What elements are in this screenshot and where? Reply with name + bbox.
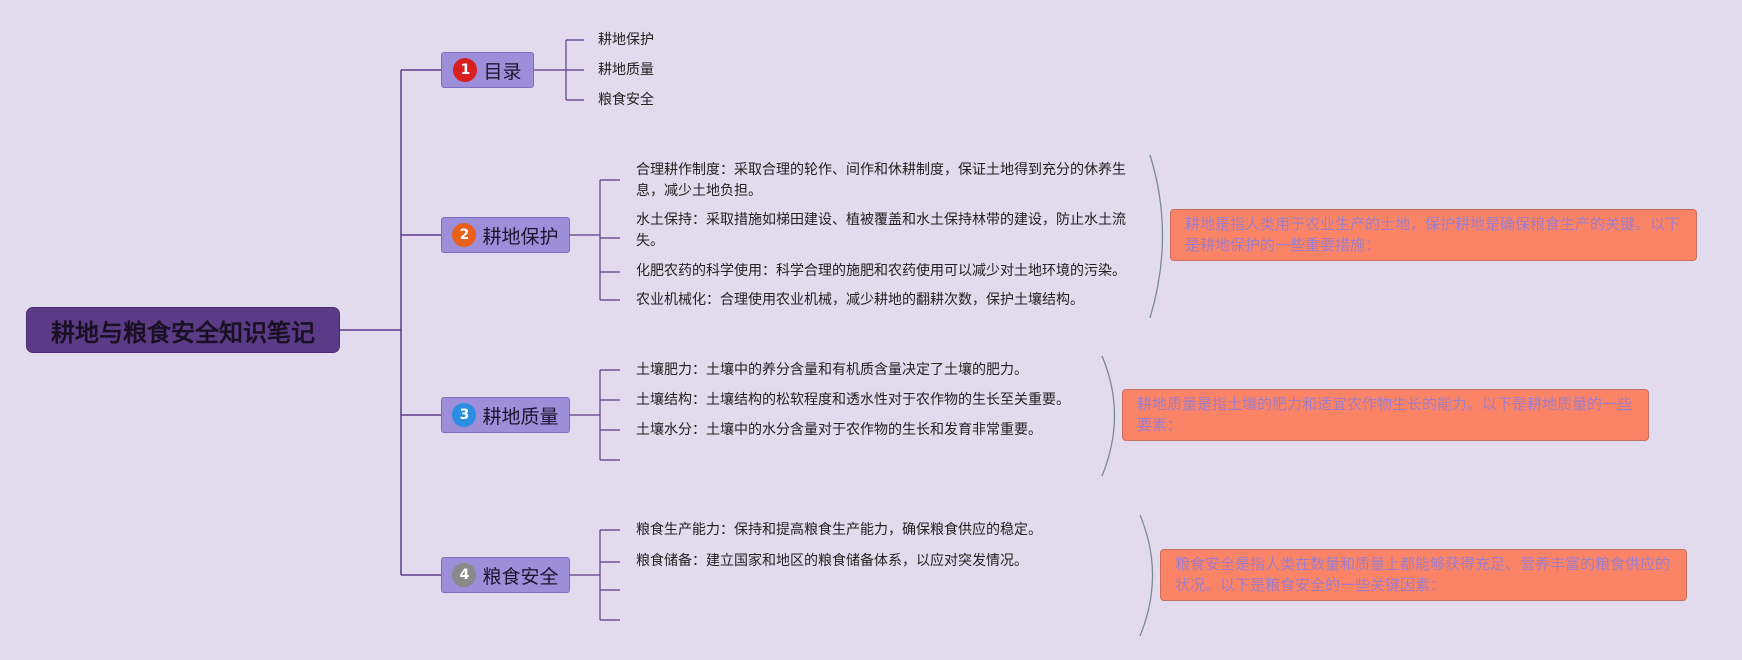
leaf-item[interactable]: 土壤结构：土壤结构的松软程度和透水性对于农作物的生长至关重要。 xyxy=(636,392,1070,408)
summary-bracket-4 xyxy=(1139,514,1154,637)
branch-label: 耕地质量 xyxy=(482,405,559,428)
branch-label: 粮食安全 xyxy=(482,565,559,588)
leaf-item[interactable]: 合理耕作制度：采取合理的轮作、间作和休耕制度，保证土地得到充分的休养生息，减少土… xyxy=(636,162,1126,199)
leaf-item[interactable]: 化肥农药的科学使用：科学合理的施肥和农药使用可以减少对土地环境的污染。 xyxy=(636,263,1126,279)
summary-note-food-security[interactable]: 粮食安全是指人类在数量和质量上都能够获得充足、营养丰富的粮食供应的状况。以下是粮… xyxy=(1160,549,1687,601)
root-node[interactable]: 耕地与粮食安全知识笔记 xyxy=(26,307,340,353)
branch-node-farmland-quality[interactable]: 3 耕地质量 xyxy=(441,397,570,433)
leaf-item[interactable]: 土壤水分：土壤中的水分含量对于农作物的生长和发育非常重要。 xyxy=(636,422,1042,438)
number-badge-2: 2 xyxy=(452,223,477,247)
leaf-item[interactable]: 耕地质量 xyxy=(598,62,654,78)
leaf-item[interactable]: 土壤肥力：土壤中的养分含量和有机质含量决定了土壤的肥力。 xyxy=(636,362,1028,378)
branch-3-connector xyxy=(570,369,620,461)
leaf-item[interactable]: 耕地保护 xyxy=(598,32,654,48)
number-badge-4: 4 xyxy=(452,563,477,587)
summary-bracket-2 xyxy=(1149,154,1164,319)
number-badge-3: 3 xyxy=(452,403,477,427)
branch-label: 耕地保护 xyxy=(482,225,559,248)
number-badge-1: 1 xyxy=(453,58,478,82)
leaf-item[interactable]: 粮食安全 xyxy=(598,92,654,108)
branch-node-farmland-protection[interactable]: 2 耕地保护 xyxy=(441,217,570,253)
branch-node-toc[interactable]: 1 目录 xyxy=(441,52,534,88)
branch-2-connector xyxy=(570,179,620,301)
branch-1-connector xyxy=(534,39,584,101)
leaf-item[interactable]: 粮食生产能力：保持和提高粮食生产能力，确保粮食供应的稳定。 xyxy=(636,522,1042,538)
summary-note-farmland-quality[interactable]: 耕地质量是指土壤的肥力和适宜农作物生长的能力。以下是耕地质量的一些要素： xyxy=(1122,389,1649,441)
summary-note-farmland-protection[interactable]: 耕地是指人类用于农业生产的土地，保护耕地是确保粮食生产的关键。以下是耕地保护的一… xyxy=(1170,209,1697,261)
summary-bracket-3 xyxy=(1101,355,1116,477)
branch-node-food-security[interactable]: 4 粮食安全 xyxy=(441,557,570,593)
leaf-item[interactable]: 水土保持：采取措施如梯田建设、植被覆盖和水土保持林带的建设，防止水土流失。 xyxy=(636,212,1126,249)
branch-4-connector xyxy=(570,529,620,621)
leaf-item[interactable]: 粮食储备：建立国家和地区的粮食储备体系，以应对突发情况。 xyxy=(636,553,1028,569)
root-label: 耕地与粮食安全知识笔记 xyxy=(51,318,315,347)
branch-label: 目录 xyxy=(483,60,522,83)
leaf-item[interactable]: 农业机械化：合理使用农业机械，减少耕地的翻耕次数，保护土壤结构。 xyxy=(636,292,1084,308)
